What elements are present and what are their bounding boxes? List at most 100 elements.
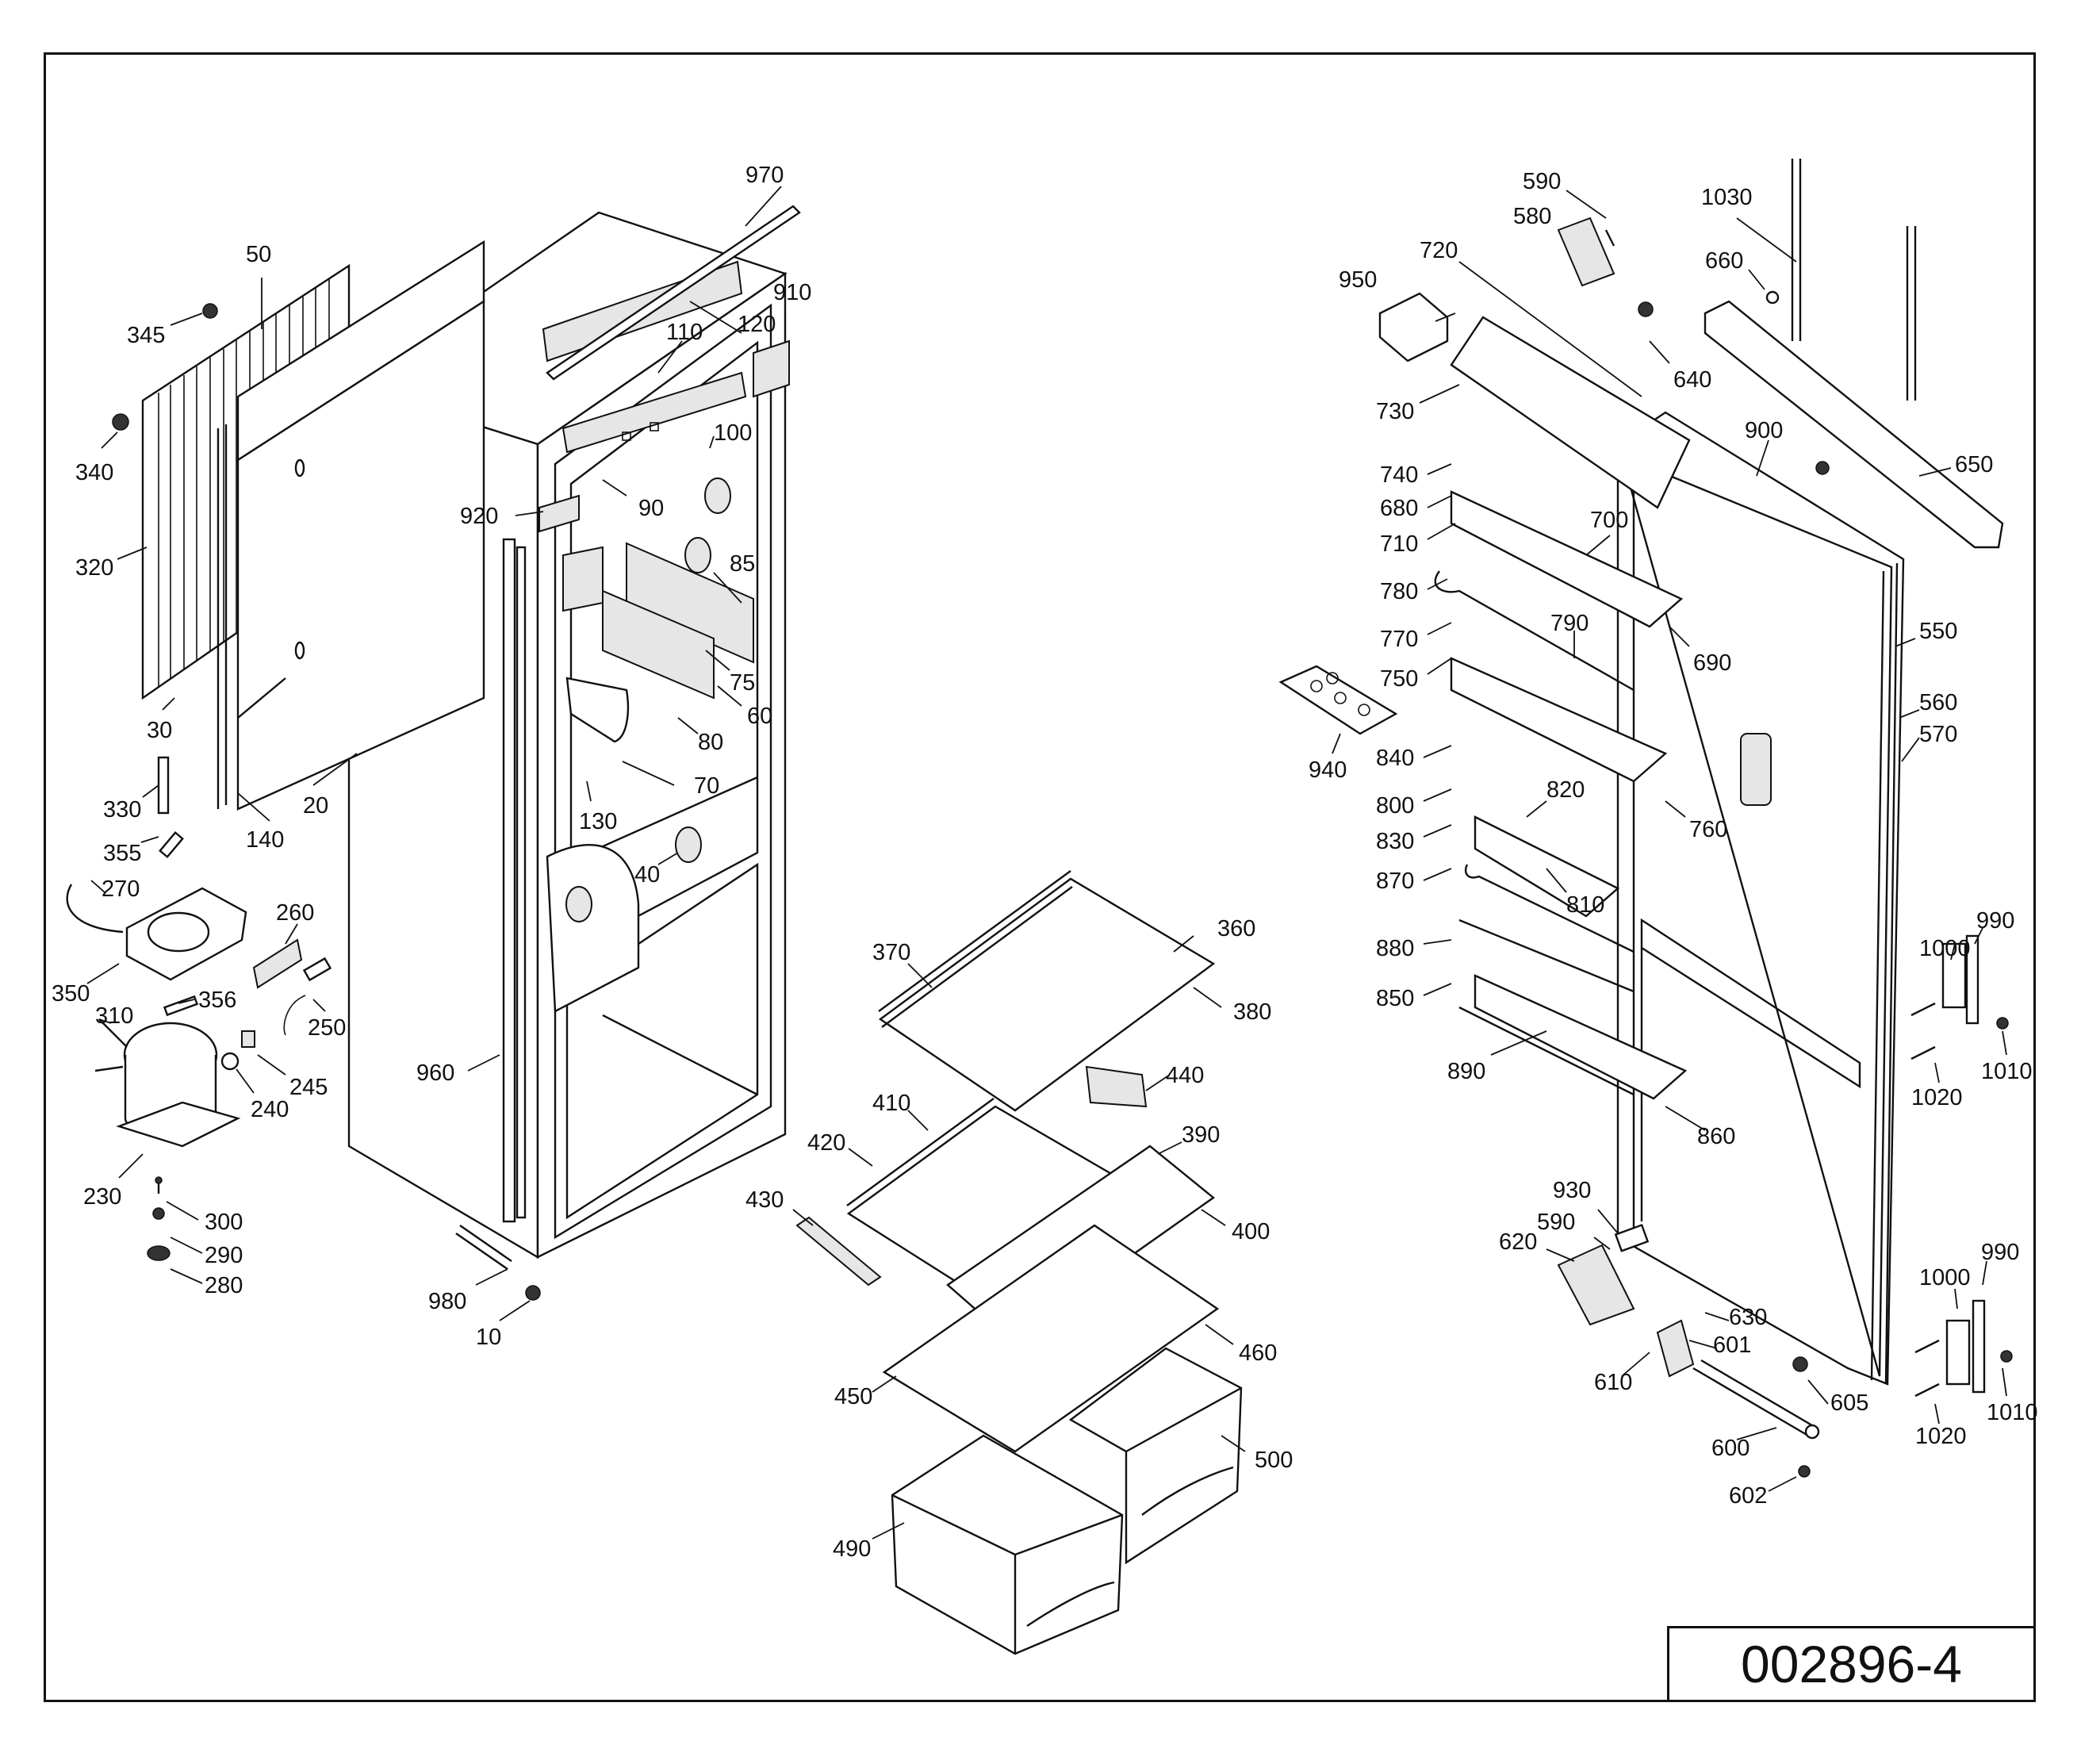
callout-720: 720 [1420,238,1458,263]
callout-310: 310 [95,1003,133,1029]
callout-500: 500 [1255,1448,1293,1473]
callout-1020-upper: 1020 [1911,1085,1963,1110]
callout-420: 420 [807,1130,845,1156]
callout-250: 250 [308,1015,346,1041]
callout-980: 980 [428,1289,466,1314]
callout-340: 340 [75,460,113,485]
callout-605: 605 [1830,1390,1868,1416]
callout-700: 700 [1590,508,1628,533]
callout-70: 70 [694,773,719,799]
callout-85: 85 [730,551,755,577]
callout-345: 345 [127,323,165,348]
callout-760: 760 [1689,817,1727,842]
callout-90: 90 [638,496,664,521]
callout-900: 900 [1745,418,1783,443]
callout-410: 410 [872,1091,910,1116]
callout-80: 80 [698,730,723,755]
shelves-and-drawers [795,870,1243,1655]
callout-75: 75 [730,670,755,696]
callout-1030: 1030 [1701,185,1753,210]
callout-600: 600 [1711,1436,1749,1461]
callout-970: 970 [745,163,784,188]
callout-245: 245 [289,1075,328,1100]
callout-770: 770 [1380,627,1418,652]
callout-440: 440 [1166,1063,1204,1088]
callout-30: 30 [147,718,172,743]
callout-356: 356 [198,987,236,1013]
callout-710: 710 [1380,531,1418,557]
callout-730: 730 [1376,399,1414,424]
callout-40: 40 [634,862,660,888]
callout-120: 120 [738,312,776,337]
callout-590-top: 590 [1523,169,1561,194]
callout-750: 750 [1380,666,1418,692]
callout-450: 450 [834,1384,872,1409]
callout-610: 610 [1594,1370,1632,1395]
callout-601: 601 [1713,1333,1751,1358]
callout-820: 820 [1546,777,1585,803]
callout-60: 60 [747,704,772,729]
callout-130: 130 [579,809,617,834]
callout-290: 290 [205,1243,243,1268]
callout-300: 300 [205,1210,243,1235]
callout-690: 690 [1693,650,1731,676]
callout-270: 270 [102,876,140,902]
door-assembly [1278,159,2013,1478]
callout-880: 880 [1376,936,1414,961]
condenser-assembly [112,240,485,859]
callout-1000-upper: 1000 [1919,936,1971,961]
callout-380: 380 [1233,999,1271,1025]
callout-370: 370 [872,940,910,965]
callout-680: 680 [1380,496,1418,521]
callout-570: 570 [1919,722,1957,747]
drawing-number: 002896-4 [1741,1635,1962,1693]
callout-240: 240 [251,1097,289,1122]
callout-790: 790 [1550,611,1589,636]
callout-260: 260 [276,900,314,926]
callout-840: 840 [1376,746,1414,771]
callout-910: 910 [773,280,811,305]
callout-660: 660 [1705,248,1743,274]
callout-labels: 970 910 120 110 100 90 920 85 75 60 80 7… [52,163,2038,1562]
callout-990-lower: 990 [1981,1240,2019,1265]
drawing-frame [44,52,2036,1702]
callout-330: 330 [103,797,141,823]
callout-20: 20 [303,793,328,819]
callout-990-upper: 990 [1976,908,2014,934]
callout-780: 780 [1380,579,1418,604]
callout-360: 360 [1217,916,1255,941]
callout-940: 940 [1309,757,1347,783]
callout-400: 400 [1232,1219,1270,1244]
callout-602: 602 [1729,1483,1767,1509]
callout-650: 650 [1955,452,1993,477]
callout-550: 550 [1919,619,1957,644]
callout-1010-lower: 1010 [1987,1400,2038,1425]
callout-960: 960 [416,1060,454,1086]
callout-620: 620 [1499,1229,1537,1255]
callout-110: 110 [666,320,703,345]
callout-390: 390 [1182,1122,1220,1148]
callout-800: 800 [1376,793,1414,819]
callout-860: 860 [1697,1124,1735,1149]
callout-280: 280 [205,1273,243,1298]
callout-1000-lower: 1000 [1919,1265,1971,1290]
callout-140: 140 [246,827,284,853]
callout-630: 630 [1729,1305,1767,1330]
callout-355: 355 [103,841,141,866]
callout-850: 850 [1376,986,1414,1011]
callout-230: 230 [83,1184,121,1210]
callout-640: 640 [1673,367,1711,393]
callout-1020-lower: 1020 [1915,1424,1967,1449]
callout-leaders [86,186,2007,1540]
callout-490: 490 [833,1536,871,1562]
callout-350: 350 [52,981,90,1007]
callout-890: 890 [1447,1059,1485,1084]
callout-920: 920 [460,504,498,529]
callout-1010-upper: 1010 [1981,1059,2033,1084]
callout-320: 320 [75,555,113,581]
callout-830: 830 [1376,829,1414,854]
callout-740: 740 [1380,462,1418,488]
callout-460: 460 [1239,1340,1277,1366]
callout-950: 950 [1339,267,1377,293]
